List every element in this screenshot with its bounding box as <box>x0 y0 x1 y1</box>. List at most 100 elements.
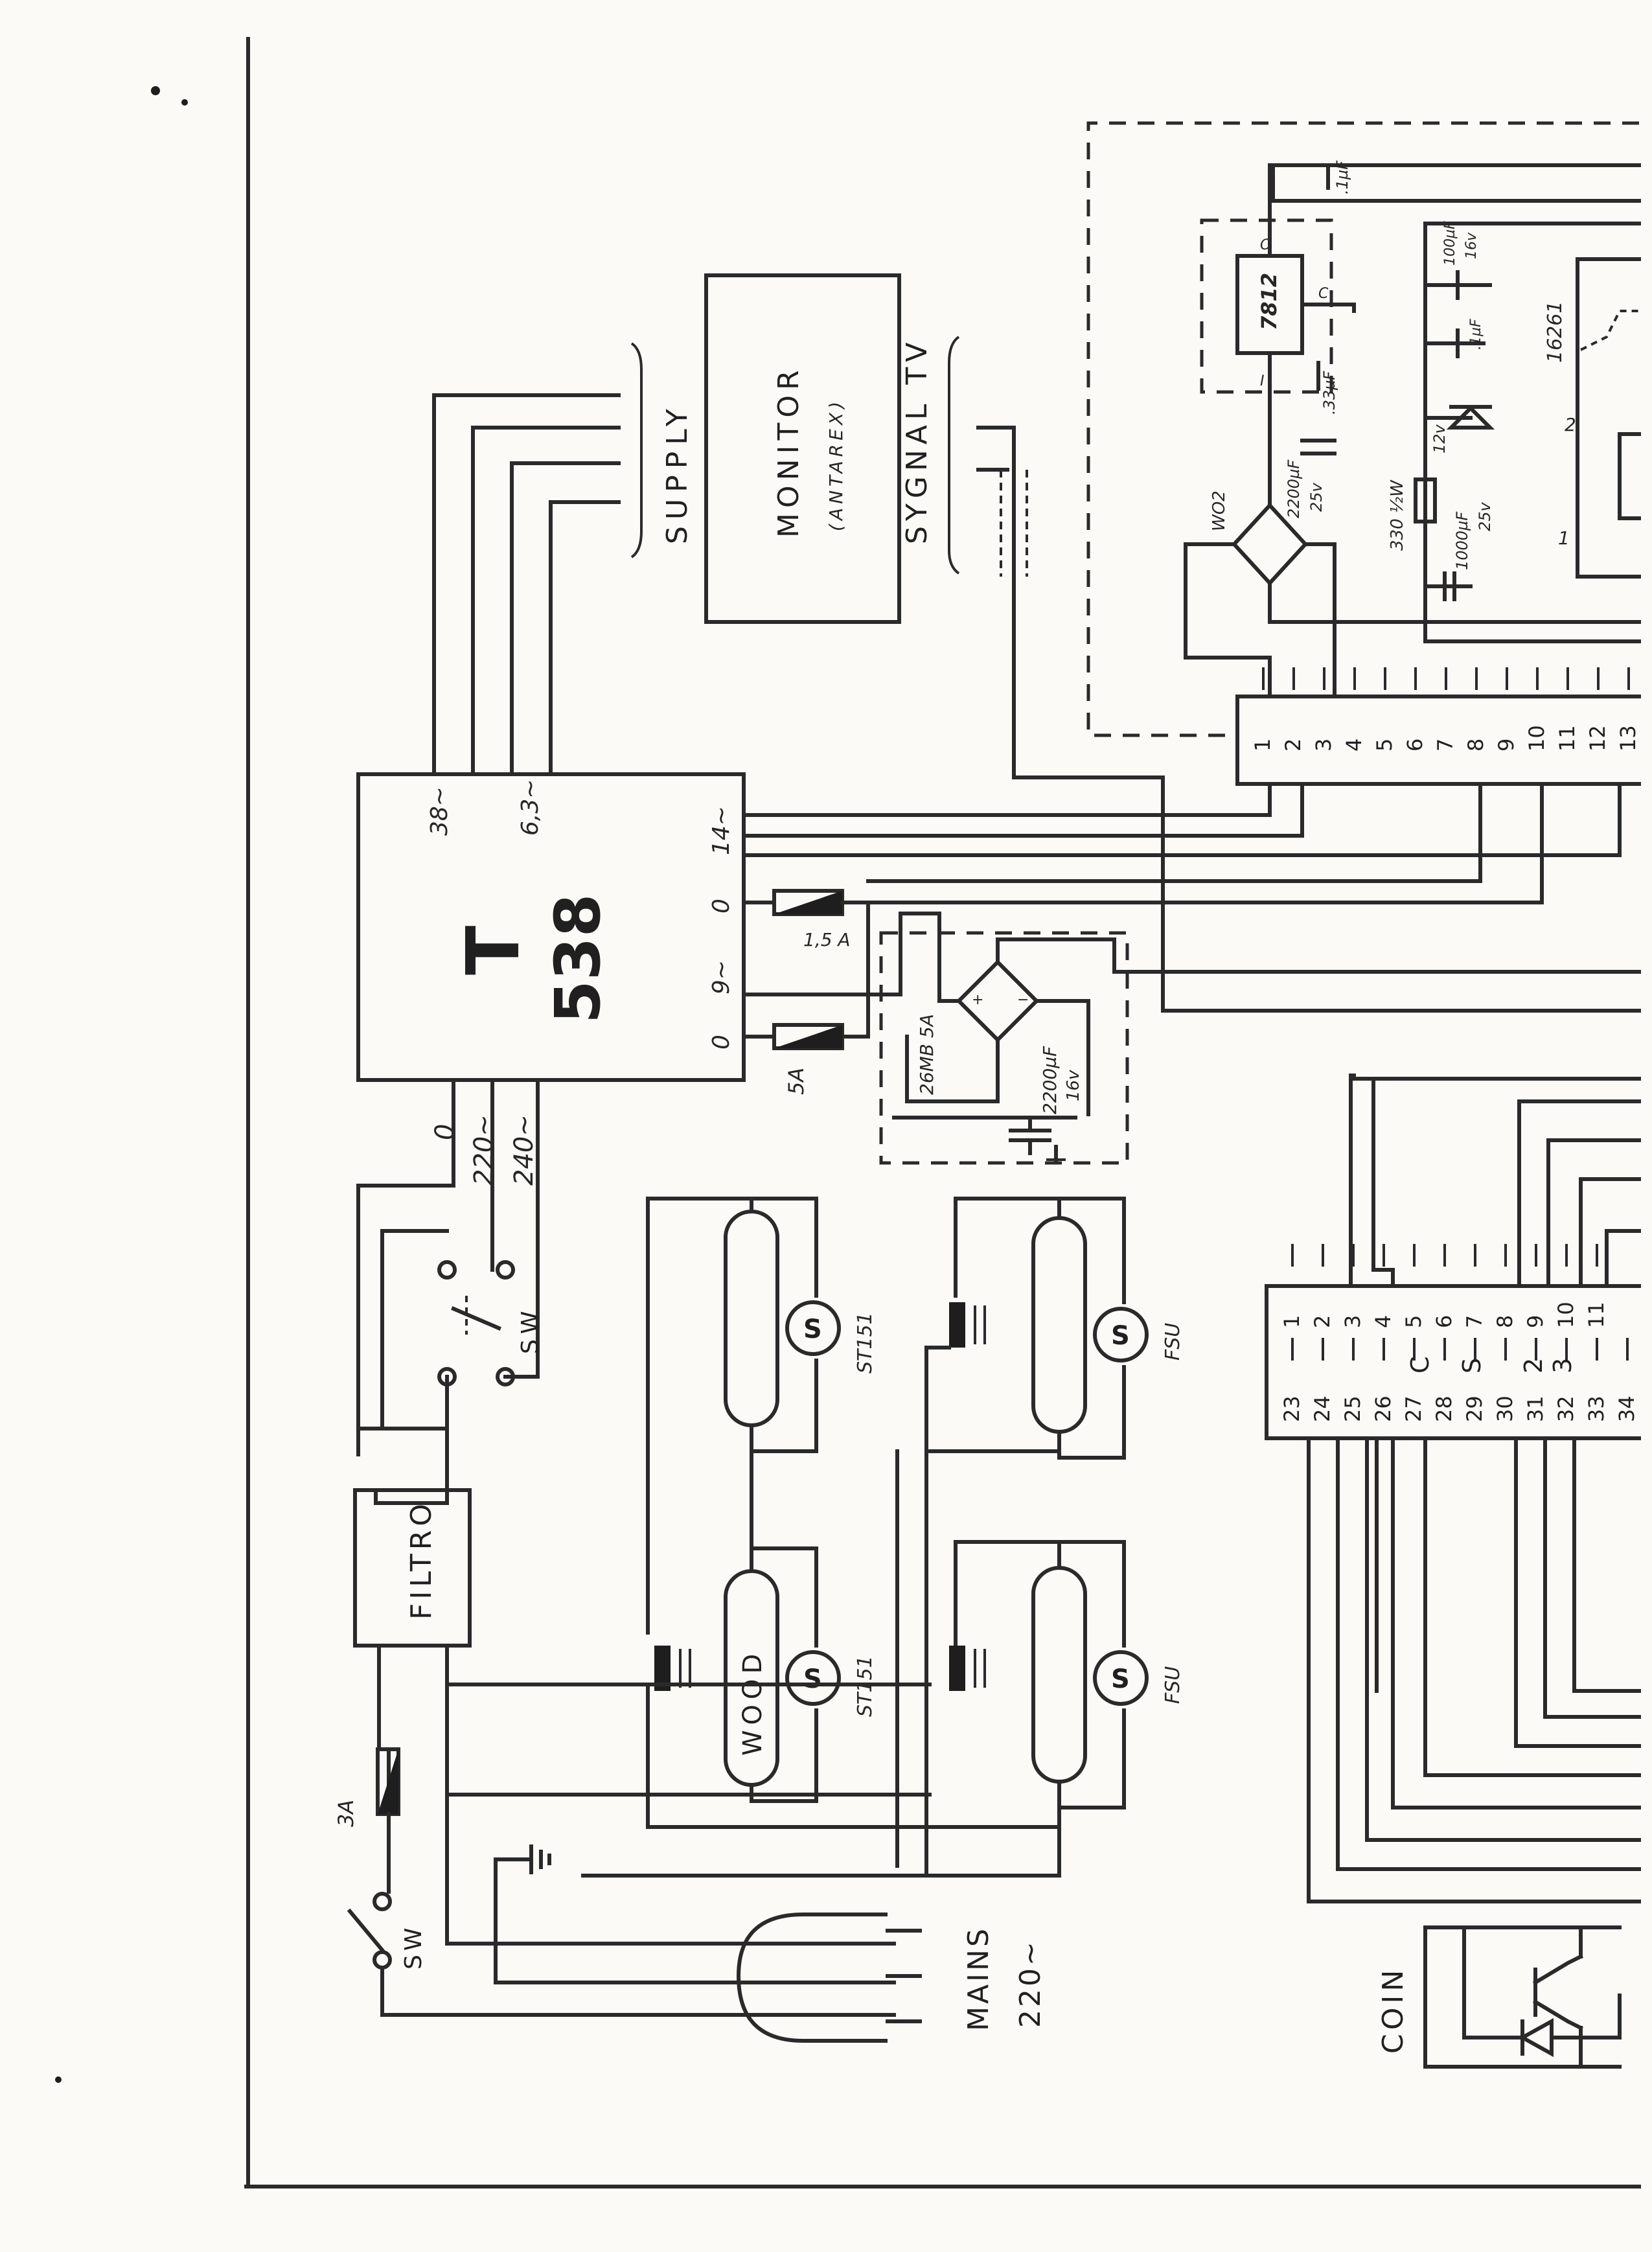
wire-bridge-neg <box>1035 999 1090 1116</box>
lamp-fsu-bottom: S FSU <box>581 1540 1184 1878</box>
lamp-wire-d <box>750 1546 818 1648</box>
connector-bottom-pin-5: 5 <box>1401 1315 1426 1328</box>
connector-bottom-pin-31: 31 <box>1523 1396 1548 1422</box>
cap-2200-v: 25v <box>1307 482 1325 512</box>
coin-transistor-collector <box>1532 1953 1584 1986</box>
wire-out-5 <box>1391 1436 1641 1810</box>
bridge-minus: − <box>1017 992 1029 1008</box>
starter-symbol: S <box>1111 1321 1130 1351</box>
connector-bottom-pin-7: 7 <box>1462 1315 1487 1328</box>
coin-box <box>1423 1925 1622 2069</box>
chip-dashed-link <box>1580 310 1639 351</box>
connector-bottom-pin-1: 1 <box>1279 1315 1304 1328</box>
signal-label: SYGNAL TV <box>901 338 934 544</box>
cap-01: .1µF <box>1468 319 1484 350</box>
wire-to-pin-12 <box>866 782 1544 904</box>
primary-tap-0: 0 <box>430 1124 460 1140</box>
mains-label: MAINS <box>962 1926 995 2031</box>
cap-100-v: 16v <box>1463 232 1480 259</box>
starter-circle <box>1093 1650 1149 1706</box>
filter-label: FILTRO <box>405 1500 438 1620</box>
connector-mid-s: S <box>1458 1358 1486 1373</box>
wire-lamp-feed-a <box>646 1683 1061 1829</box>
ink-speck <box>181 99 188 106</box>
connector-bottom-pin-33: 33 <box>1584 1396 1609 1422</box>
sw-contact-1 <box>437 1260 457 1280</box>
wire-bus-f <box>1371 1077 1395 1288</box>
wire-bus-c <box>1546 1138 1641 1288</box>
ballast-core <box>949 1646 965 1691</box>
connector-top-pin-12: 12 <box>1585 725 1610 752</box>
connector-bottom-pin-2: 2 <box>1310 1315 1335 1328</box>
wire-bus-b <box>1517 1099 1641 1288</box>
mains-plug <box>736 1913 888 2043</box>
primary-tap-220: 220~ <box>469 1114 499 1186</box>
coin-transistor-emitter <box>1532 1999 1584 2031</box>
connector-top-pin-2: 2 <box>1281 739 1305 752</box>
connector-top-pin-5: 5 <box>1372 739 1397 752</box>
wire-out-4 <box>1423 1436 1641 1777</box>
tap-0-b: 0 <box>708 1035 735 1050</box>
starter-label: ST151 <box>854 1312 877 1373</box>
resistor-330 <box>1414 477 1437 523</box>
lamp-return <box>581 1780 1061 1878</box>
lamp-wire-a <box>646 1197 753 1635</box>
connector-bottom-pin-3: 3 <box>1340 1315 1365 1328</box>
coin-wire-d <box>1550 1993 1622 2039</box>
wire-6-3v-1 <box>510 461 621 776</box>
connector-bottom-pin-34: 34 <box>1614 1396 1639 1422</box>
sw-blade <box>451 1306 501 1331</box>
cap-01-top: .1µF <box>1333 160 1351 194</box>
wire-mains-live <box>380 1966 896 2017</box>
mains-voltage: 220~ <box>1014 1939 1047 2028</box>
fuse-5a-label: 5A <box>784 1068 809 1095</box>
wo2-label: WO2 <box>1210 490 1229 531</box>
connector-top-pin-11: 11 <box>1555 725 1579 752</box>
main-sw-contact-1 <box>373 1892 392 1911</box>
lamp-wire-a <box>954 1197 1061 1298</box>
supply-label: SUPPLY <box>661 402 694 544</box>
ink-speck <box>151 86 160 95</box>
wire-12v-out-b <box>1271 163 1641 203</box>
wire-bus-e <box>1605 1229 1641 1288</box>
fuse-1-5a-label: 1,5 A <box>803 929 851 950</box>
monitor-box <box>704 273 901 624</box>
lamp-wire-c <box>1057 1708 1126 1810</box>
signal-bracket <box>948 336 960 575</box>
chip-label: 16261 <box>1544 301 1566 363</box>
connector-bottom-pin-10: 10 <box>1554 1302 1578 1328</box>
connector-top-pin-9: 9 <box>1494 739 1519 752</box>
starter-circle <box>785 1300 841 1356</box>
starter-symbol: S <box>803 1315 822 1344</box>
sw-contact-2 <box>496 1260 515 1280</box>
wire-38v-1 <box>432 393 621 776</box>
wire-out-1 <box>1572 1436 1641 1693</box>
connector-top-pin-13: 13 <box>1616 725 1640 752</box>
connector-top-pin-3: 3 <box>1311 739 1336 752</box>
connector-bottom-pin-32: 32 <box>1554 1396 1578 1422</box>
fuse-3a-label: 3A <box>334 1800 358 1827</box>
sw-contact-4 <box>496 1367 515 1386</box>
connector-top-pin-6: 6 <box>1403 739 1427 752</box>
tap-0-a: 0 <box>708 899 735 913</box>
wire-38v-2 <box>471 426 621 776</box>
ink-speck <box>55 2076 62 2083</box>
fuse-3a-fill <box>378 1749 398 1814</box>
wire-sw-top <box>380 1229 449 1430</box>
tap-6-3v: 6,3~ <box>517 779 544 836</box>
connector-bottom-pin-28: 28 <box>1432 1396 1456 1422</box>
wire-fuse-1-5-out <box>840 901 870 1039</box>
connector-bottom-pin-30: 30 <box>1493 1396 1517 1422</box>
wire-out-6 <box>1365 1436 1641 1842</box>
regulator-pin-common: C <box>1318 286 1329 302</box>
supply-bracket <box>630 342 643 558</box>
connector-mid-3: 3 <box>1548 1358 1577 1373</box>
connector-top-pin-8: 8 <box>1463 739 1488 752</box>
chip-pin-2: 2 <box>1565 414 1576 435</box>
connector-top <box>1235 695 1641 786</box>
starter-symbol: S <box>803 1664 822 1694</box>
lamp-tube <box>1031 1566 1087 1784</box>
